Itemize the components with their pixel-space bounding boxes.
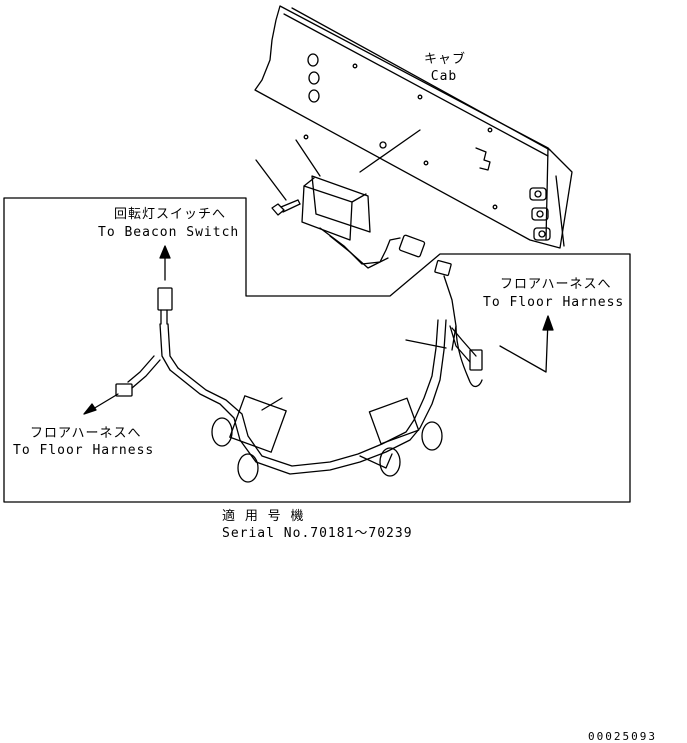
arrow-to-floor-right xyxy=(499,315,554,373)
cab-label-en: Cab xyxy=(430,69,458,84)
beacon-label-ja: 回転灯スイッチへ xyxy=(114,207,227,222)
arrow-to-floor-left xyxy=(83,393,119,415)
leader-line-cab xyxy=(359,129,421,173)
mounting-bolt xyxy=(271,199,301,216)
floor-harness-left-label-ja: フロアハーネスへ xyxy=(30,426,142,441)
floor-harness-right-label-en: To Floor Harness xyxy=(483,295,625,310)
serial-label-en: Serial No.70181～70239 xyxy=(222,526,413,541)
wire-harness xyxy=(115,259,483,483)
beacon-lamp-unit xyxy=(301,175,426,269)
drawing-number: 00025093 xyxy=(588,730,657,743)
arrow-to-beacon xyxy=(159,245,171,281)
leader-line-bolt xyxy=(255,159,287,201)
floor-harness-left-label-en: To Floor Harness xyxy=(13,443,155,458)
floor-harness-right-label-ja: フロアハーネスへ xyxy=(500,277,612,292)
detail-frame xyxy=(3,197,631,503)
leader-line-lamp xyxy=(295,139,321,177)
cab-label-ja: キャブ xyxy=(424,52,467,67)
beacon-label-en: To Beacon Switch xyxy=(98,225,240,240)
serial-label-ja: 適 用 号 機 xyxy=(222,509,305,524)
cab-panel xyxy=(254,5,573,249)
leader-line-clamp-left xyxy=(261,397,283,411)
leader-line-harness xyxy=(405,339,447,349)
